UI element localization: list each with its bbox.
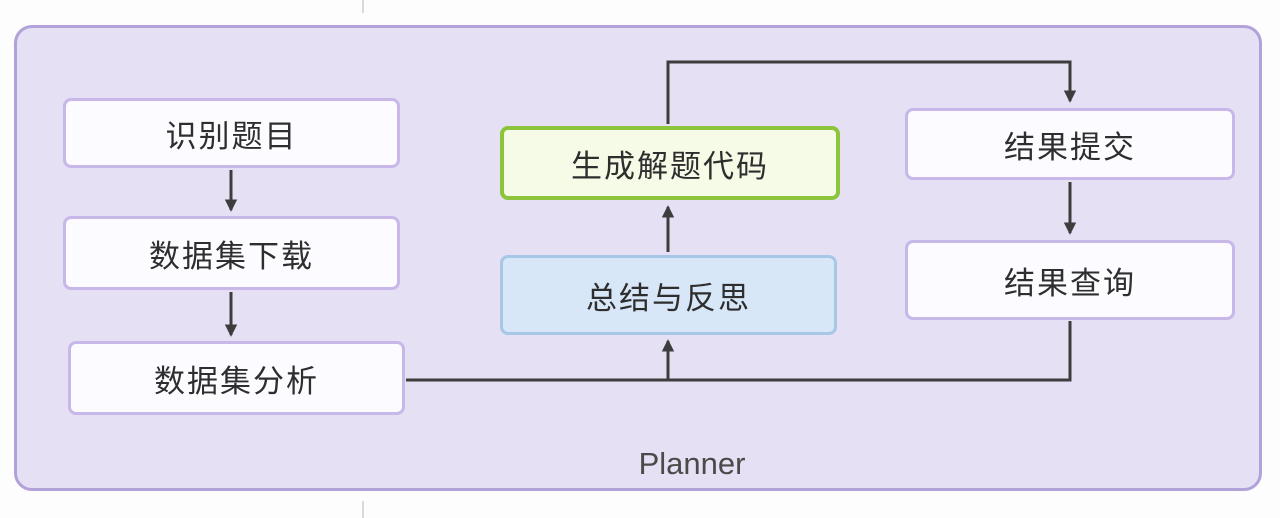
node-dataset-analysis: 数据集分析 (68, 341, 405, 415)
scan-artifact-bottom (362, 501, 364, 518)
node-generate-solution-code-label: 生成解题代码 (571, 148, 769, 184)
node-dataset-download: 数据集下载 (63, 216, 400, 290)
node-dataset-analysis-label: 数据集分析 (154, 363, 319, 399)
node-identify-problem: 识别题目 (63, 98, 400, 168)
node-dataset-download-label: 数据集下载 (149, 238, 314, 274)
planner-label: Planner (638, 446, 746, 481)
node-summary-reflection-label: 总结与反思 (586, 280, 751, 316)
node-summary-reflection: 总结与反思 (500, 255, 837, 335)
node-identify-problem-label: 识别题目 (165, 118, 298, 154)
node-result-submit-label: 结果提交 (1004, 129, 1136, 165)
node-generate-solution-code: 生成解题代码 (500, 126, 840, 200)
node-result-query-label: 结果查询 (1004, 265, 1136, 301)
node-result-query: 结果查询 (905, 240, 1235, 320)
scan-artifact-top (362, 0, 364, 13)
node-result-submit: 结果提交 (905, 108, 1235, 180)
